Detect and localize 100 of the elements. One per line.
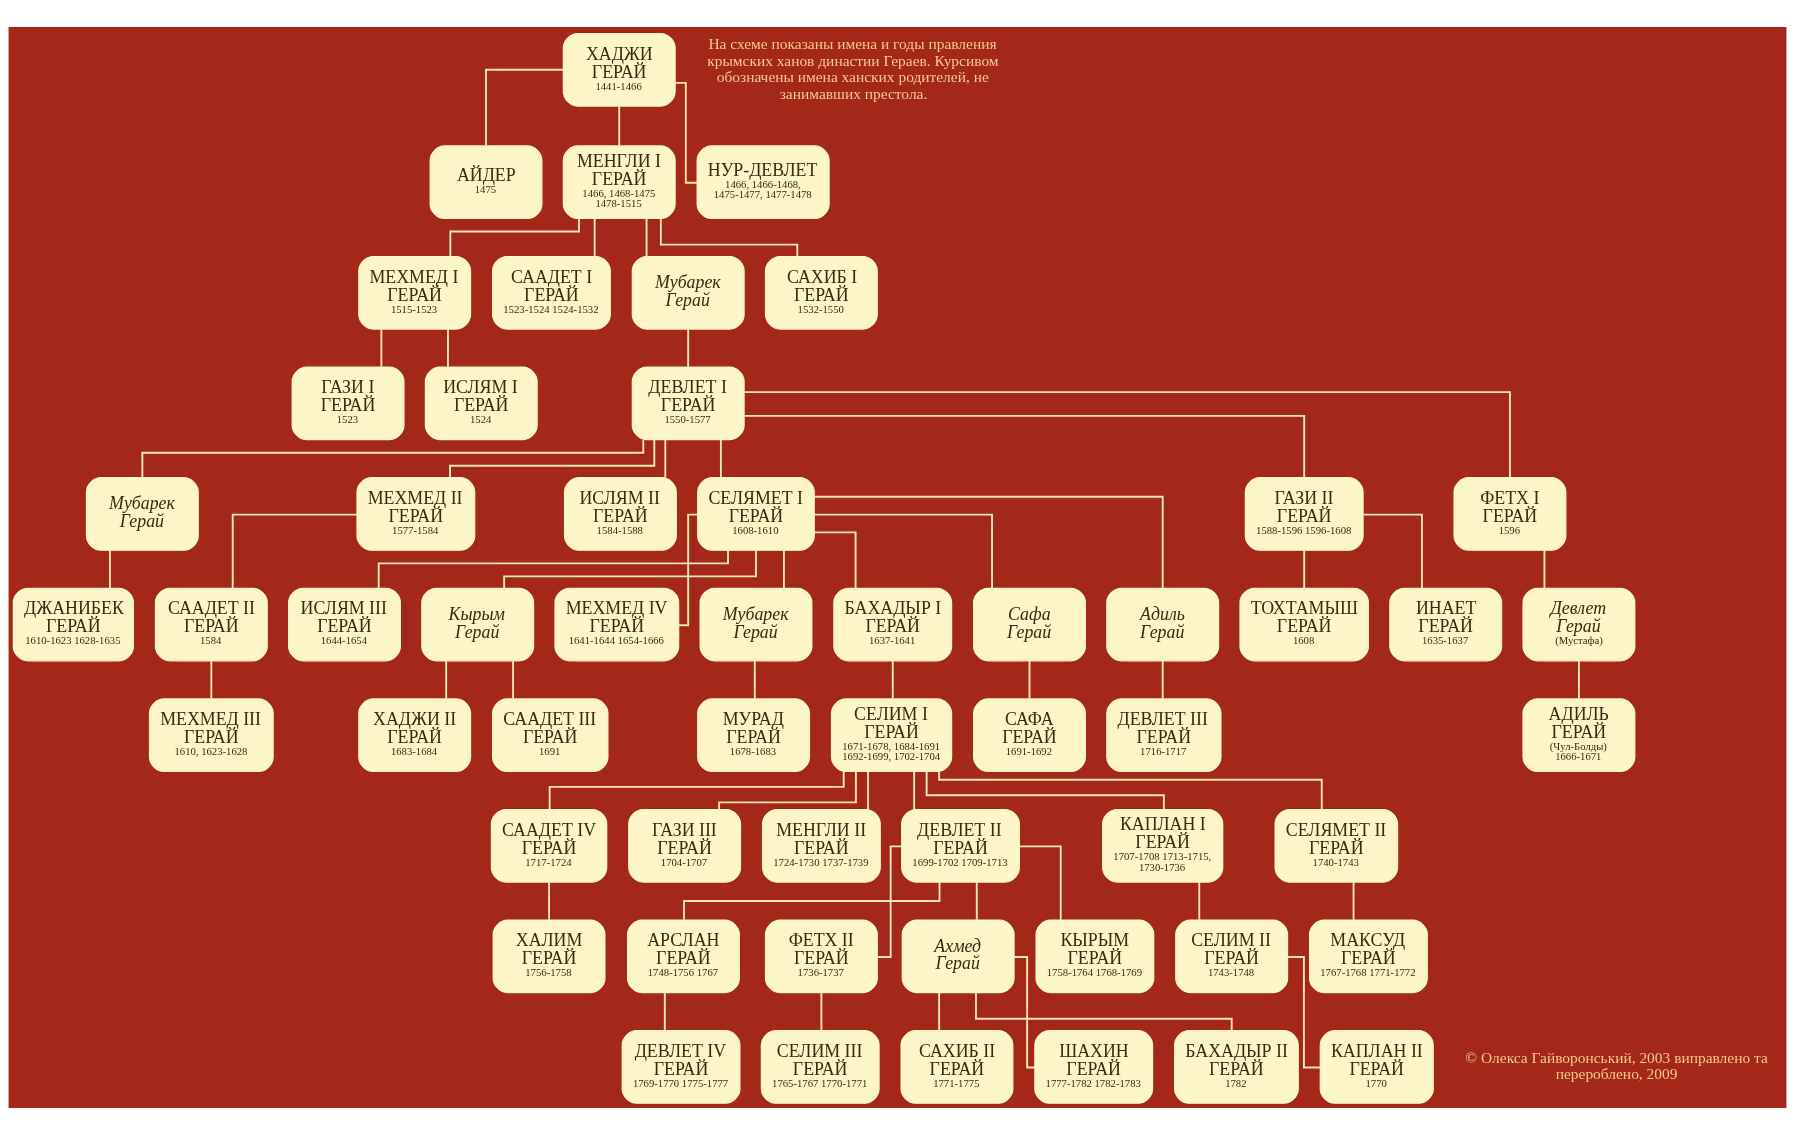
connector xyxy=(677,513,699,626)
node-box: ГАЗИ I ГЕРАЙ 1523 xyxy=(291,366,405,440)
connector xyxy=(743,390,1511,478)
connector xyxy=(1028,659,1031,700)
connector xyxy=(1303,549,1306,589)
connector xyxy=(512,659,515,700)
connector xyxy=(782,549,785,589)
node-box: МЕНГЛИ II ГЕРАЙ 1724-1730 1737-1739 xyxy=(761,808,881,883)
connector xyxy=(1352,880,1355,921)
connector xyxy=(1286,955,1322,1068)
node-box: САФА ГЕРАЙ 1691-1692 xyxy=(973,697,1086,772)
connector xyxy=(913,770,916,810)
connector xyxy=(1198,880,1201,921)
node-box: МЕХМЕД I ГЕРАЙ 1515-1523 xyxy=(358,255,472,330)
node-box: САХИБ II ГЕРАЙ 1771-1775 xyxy=(900,1029,1014,1104)
connector xyxy=(449,438,656,478)
node-box: Сафа Герай xyxy=(973,587,1086,661)
node-box: ГАЗИ II ГЕРАЙ 1588-1596 1596-1608 xyxy=(1244,476,1364,551)
node-box: ХАДЖИ II ГЕРАЙ 1683-1684 xyxy=(358,697,472,772)
node-box: СЕЛЯМЕТ II ГЕРАЙ 1740-1743 xyxy=(1274,808,1399,883)
node-box: ИСЛЯМ I ГЕРАЙ 1524 xyxy=(424,366,538,440)
connector xyxy=(753,659,756,700)
connector xyxy=(593,217,596,257)
node-box: ИСЛЯМ III ГЕРАЙ 1644-1654 xyxy=(288,587,401,661)
label: На схеме показаны имена и годы правления крымских ханов династии Гераев. Курсивом обозначены имена ханских родителей, не занимавших престола. xyxy=(707,34,999,102)
connector xyxy=(447,327,449,368)
node-box: МЕНГЛИ I ГЕРАЙ 1466, 1468-1475 1478-1515 xyxy=(562,144,676,219)
node-box: КАПЛАН II ГЕРАЙ 1770 xyxy=(1319,1029,1434,1104)
node-box: ГАЗИ III ГЕРАЙ 1704-1707 xyxy=(628,808,742,883)
connector xyxy=(618,104,621,147)
connector xyxy=(891,659,894,700)
connector xyxy=(743,414,1306,478)
label: © Олекса Гайворонський, 2003 виправлено та перероблено, 2009 xyxy=(1465,1048,1768,1082)
node-box: БАХАДЫР I ГЕРАЙ 1637-1641 xyxy=(833,587,953,661)
node-box: НУР-ДЕВЛЕТ 1466, 1466-1468, 1475-1477, 1477-1478 xyxy=(696,144,830,219)
connector xyxy=(687,327,690,368)
connector xyxy=(548,880,550,921)
node-box: ХАЛИМ ГЕРАЙ 1756-1758 xyxy=(492,919,606,993)
connector xyxy=(813,495,1164,589)
node-box: Девлет Герай (Мустафа) xyxy=(1522,587,1636,661)
node-box: Мубарек Герай xyxy=(631,255,745,330)
connector xyxy=(674,81,698,184)
node-box: СЕЛИМ III ГЕРАЙ 1765-1767 1770-1771 xyxy=(760,1029,880,1104)
connector xyxy=(210,659,213,700)
node-box: СЕЛЯМЕТ I ГЕРАЙ 1608-1610 xyxy=(697,476,815,551)
node-box: КАПЛАН I ГЕРАЙ 1707-1708 1713-1715, 1730-1736 xyxy=(1102,808,1224,883)
connector xyxy=(645,217,648,257)
node-box: ИНАЕТ ГЕРАЙ 1635-1637 xyxy=(1389,587,1503,661)
node-box: Мубарек Герай xyxy=(85,476,199,551)
connector xyxy=(938,770,1323,810)
node-box: СЕЛИМ II ГЕРАЙ 1743-1748 xyxy=(1175,919,1289,993)
node-box: МУРАД ГЕРАЙ 1678-1683 xyxy=(697,697,811,772)
connector xyxy=(231,513,358,589)
connector xyxy=(820,991,823,1031)
connector xyxy=(485,68,565,147)
connector xyxy=(1362,513,1423,589)
node-box: ДЖАНИБЕК ГЕРАЙ 1610-1623 1628-1635 xyxy=(12,587,135,661)
node-box: Мубарек Герай xyxy=(699,587,813,661)
connector xyxy=(876,844,903,958)
node-box: Кырым Герай xyxy=(421,587,535,661)
node-box: Адиль Герай xyxy=(1106,587,1220,661)
node-box: МЕХМЕД II ГЕРАЙ 1577-1584 xyxy=(356,476,476,551)
node-box: ТОХТАМЫШ ГЕРАЙ 1608 xyxy=(1239,587,1370,661)
node-box: ДЕВЛЕТ III ГЕРАЙ 1716-1717 xyxy=(1106,697,1222,772)
node-box: МЕХМЕД IV ГЕРАЙ 1641-1644 1654-1666 xyxy=(554,587,680,661)
connector xyxy=(380,327,383,368)
node-box: ДЕВЛЕТ I ГЕРАЙ 1550-1577 xyxy=(631,366,745,440)
node-box: ИСЛЯМ II ГЕРАЙ 1584-1588 xyxy=(563,476,677,551)
connector xyxy=(925,770,1165,810)
node-box: ХАДЖИ ГЕРАЙ 1441-1466 xyxy=(562,32,676,107)
node-box: СЕЛИМ I ГЕРАЙ 1671-1678, 1684-1691 1692-1699, 1702-1704 xyxy=(830,697,953,772)
node-box: СААДЕТ I ГЕРАЙ 1523-1524 1524-1532 xyxy=(491,255,611,330)
connector xyxy=(813,530,857,589)
connector xyxy=(503,548,757,589)
node-box: АРСЛАН ГЕРАЙ 1748-1756 1767 xyxy=(626,919,740,993)
connector xyxy=(109,549,111,589)
node-box: КЫРЫМ ГЕРАЙ 1758-1764 1768-1769 xyxy=(1035,919,1155,993)
node-box: АДИЛЬ ГЕРАЙ (Чул-Болды) 1666-1671 xyxy=(1522,697,1636,772)
node-box: Ахмед Герай xyxy=(901,919,1015,993)
node-box: СААДЕТ III ГЕРАЙ 1691 xyxy=(491,697,609,772)
connector xyxy=(813,513,993,589)
connector xyxy=(1577,659,1580,700)
connector xyxy=(1543,549,1546,589)
connector xyxy=(663,991,666,1031)
connector xyxy=(719,438,722,478)
node-box: ФЕТХ I ГЕРАЙ 1596 xyxy=(1453,476,1567,551)
connector xyxy=(1019,844,1062,921)
node-box: ШАХИН ГЕРАЙ 1777-1782 1782-1783 xyxy=(1034,1029,1154,1104)
node-box: АЙДЕР 1475 xyxy=(429,144,543,219)
node-box: СААДЕТ IV ГЕРАЙ 1717-1724 xyxy=(490,808,608,883)
connector xyxy=(975,991,1233,1031)
connector xyxy=(938,991,941,1031)
node-box: МЕХМЕД III ГЕРАЙ 1610, 1623-1628 xyxy=(148,697,274,772)
node-box: СААДЕТ II ГЕРАЙ 1584 xyxy=(154,587,268,661)
node-box: МАКСУД ГЕРАЙ 1767-1768 1771-1772 xyxy=(1308,919,1428,993)
node-box: ДЕВЛЕТ IV ГЕРАЙ 1769-1770 1775-1777 xyxy=(621,1029,741,1104)
connector xyxy=(664,438,667,478)
connector xyxy=(1161,659,1164,700)
connector xyxy=(867,770,870,810)
connector xyxy=(659,217,799,257)
